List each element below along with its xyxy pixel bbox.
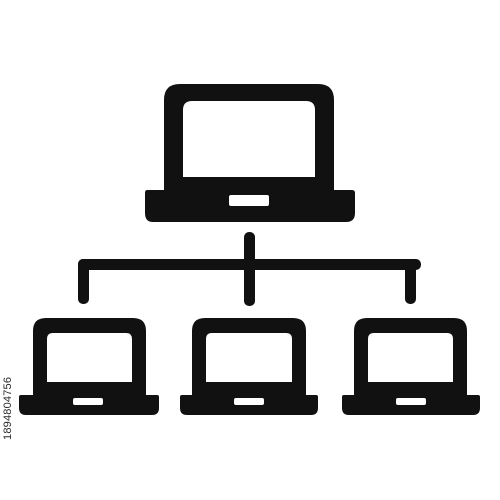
server-laptop-icon (145, 84, 355, 222)
stock-id-text: 1894804756 (2, 376, 14, 440)
client-laptop-icon-left (19, 318, 159, 415)
client-laptop-icon-middle (180, 318, 318, 415)
client-laptop-icon-right (342, 318, 480, 415)
network-connector-lines (78, 232, 421, 306)
